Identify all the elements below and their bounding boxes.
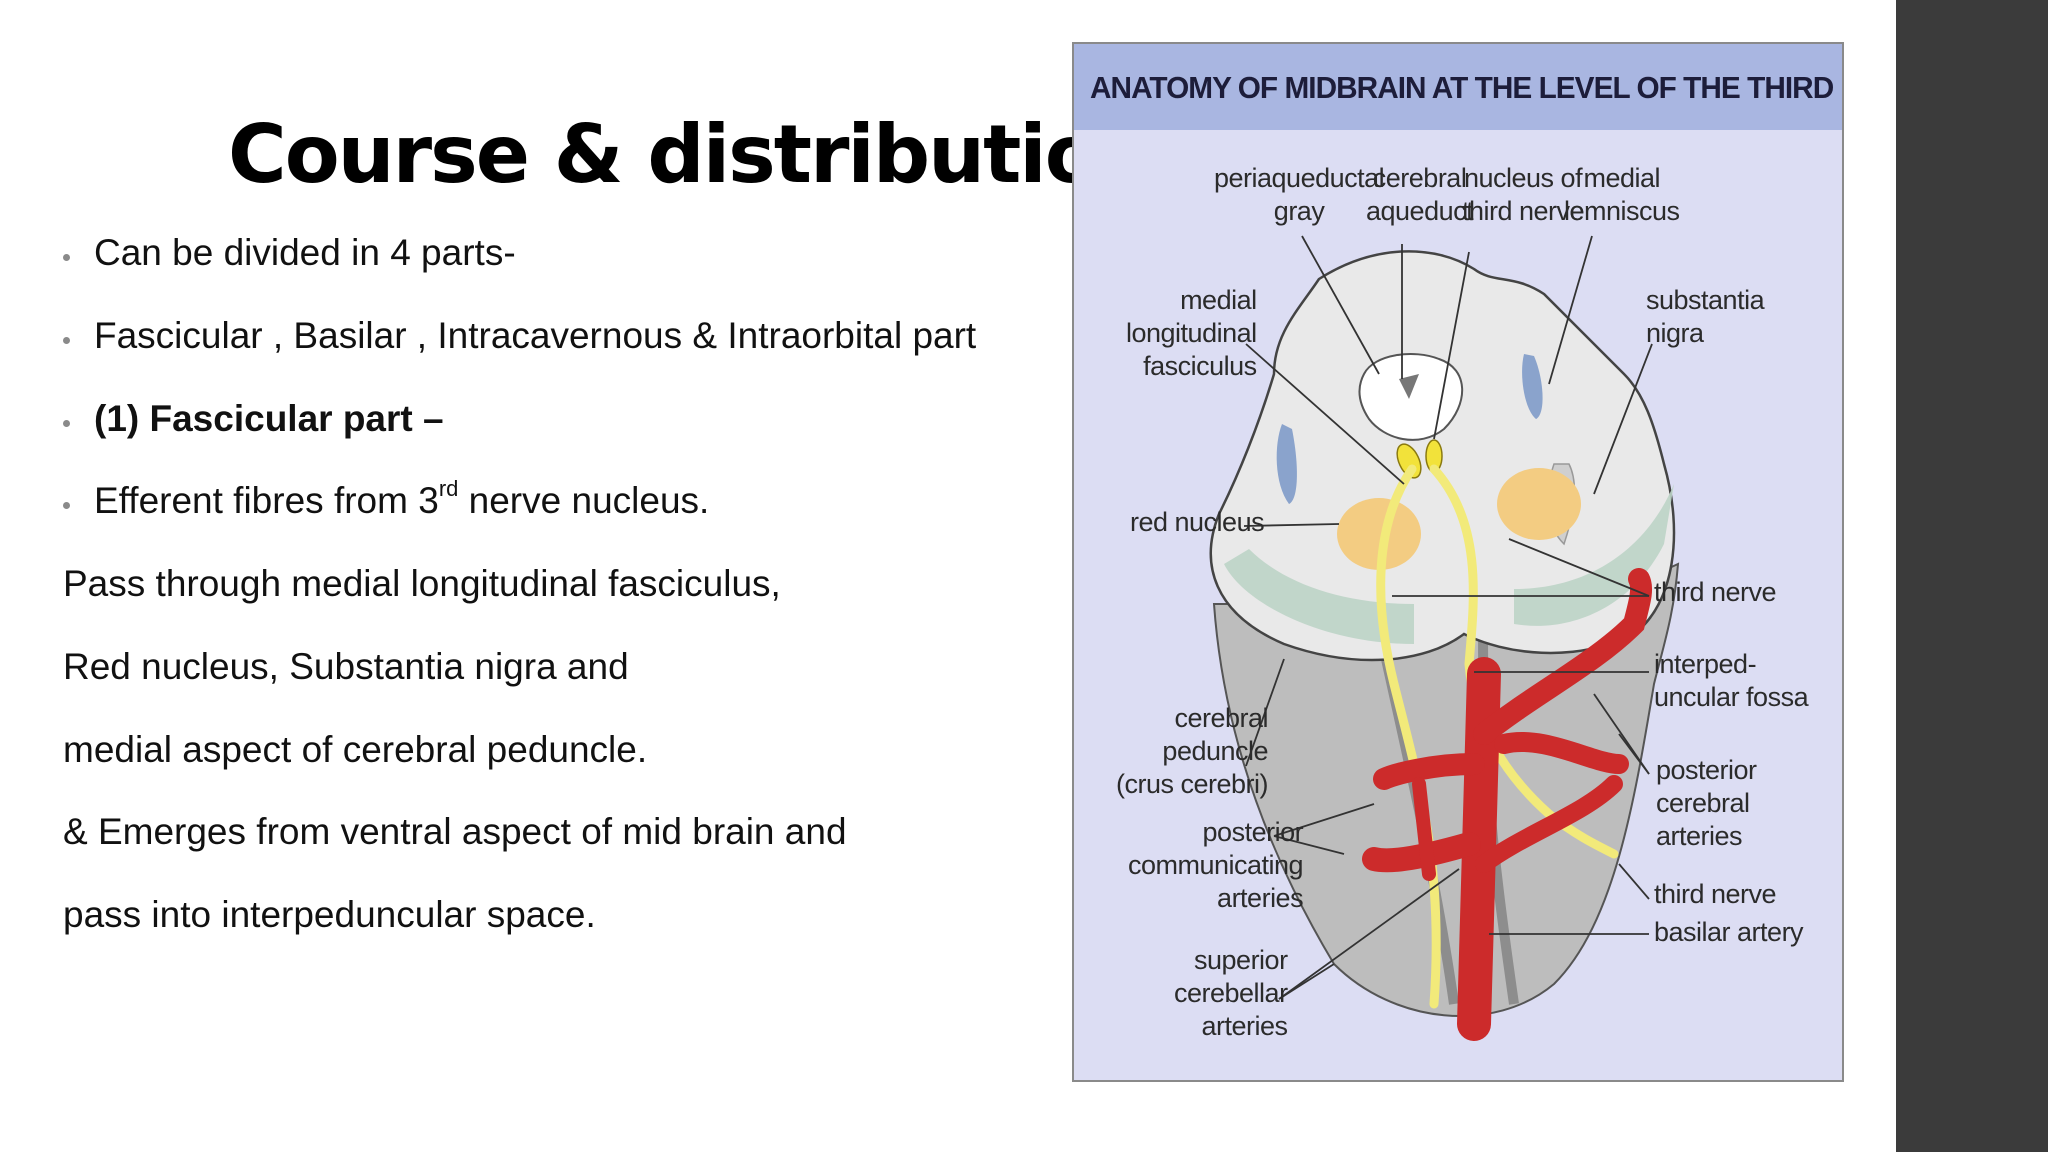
cerebral-aqueduct [1358,353,1464,441]
label-posterior-communicating-arteries: posterior communicating arteries [1128,817,1304,913]
text-line-4: & Emerges from ventral aspect of mid bra… [63,811,847,852]
label-cerebral-aqueduct: cerebral aqueduct [1366,163,1474,226]
midbrain-anatomy-figure: ANATOMY OF MIDBRAIN AT THE LEVEL OF THE … [1072,42,1844,1082]
label-basilar-artery: basilar artery [1654,917,1804,947]
red-nucleus-right [1497,468,1581,540]
bullet-dot [63,254,70,261]
label-nucleus-third-nerve: nucleus of third nerve [1462,163,1585,226]
bullet-3: (1) Fascicular part – [94,398,444,439]
label-cerebral-peduncle: cerebral peduncle (crus cerebri) [1116,703,1269,799]
bullet-dot [63,420,70,427]
bullet-4-sup: rd [438,476,459,501]
bullet-1: Can be divided in 4 parts- [94,232,516,273]
slide-side-bar [1896,0,2048,1152]
label-medial-longitudinal-fasciculus: medial longitudinal fasciculus [1126,285,1257,381]
bullet-dot [63,502,70,509]
peduncle-band [1224,549,1414,644]
text-line-5: pass into interpeduncular space. [63,894,596,935]
label-periaqueductal-gray: periaqueductal gray [1214,163,1385,226]
text-line-3: medial aspect of cerebral peduncle. [63,729,648,770]
midbrain-illustration [1209,235,1680,1041]
label-red-nucleus: red nucleus [1130,507,1265,537]
label-third-nerve-lower: third nerve [1654,879,1777,909]
label-substantia-nigra: substantia nigra [1646,285,1765,348]
bullet-4: Efferent fibres from 3rd nerve nucleus. [94,476,710,522]
bullet-4-before: Efferent fibres from 3 [94,480,439,521]
label-posterior-cerebral-arteries: posterior cerebral arteries [1656,755,1757,851]
label-superior-cerebellar-arteries: superior cerebellar arteries [1174,945,1288,1041]
posterior-cerebral-artery-right [1473,568,1653,745]
third-nerve-fibre-left [1376,464,1441,1009]
label-medial-lemniscus: medial lemniscus [1564,163,1680,226]
bullet-dot [63,337,70,344]
bullet-2: Fascicular , Basilar , Intracavernous & … [94,315,977,356]
label-interpeduncular-fossa: interped- uncular fossa [1654,649,1809,712]
red-nucleus-left [1337,498,1421,570]
bullet-4-after: nerve nucleus. [458,480,710,521]
text-line-1: Pass through medial longitudinal fascicu… [63,563,781,604]
figure-title: ANATOMY OF MIDBRAIN AT THE LEVEL OF THE … [1090,70,1842,105]
posterior-cerebral-artery-left [1373,753,1485,790]
slide-title: Course & distribution [228,108,1155,201]
figure-header: ANATOMY OF MIDBRAIN AT THE LEVEL OF THE … [1074,44,1842,130]
text-line-2: Red nucleus, Substantia nigra and [63,646,629,687]
label-third-nerve-upper: third nerve [1654,577,1777,607]
